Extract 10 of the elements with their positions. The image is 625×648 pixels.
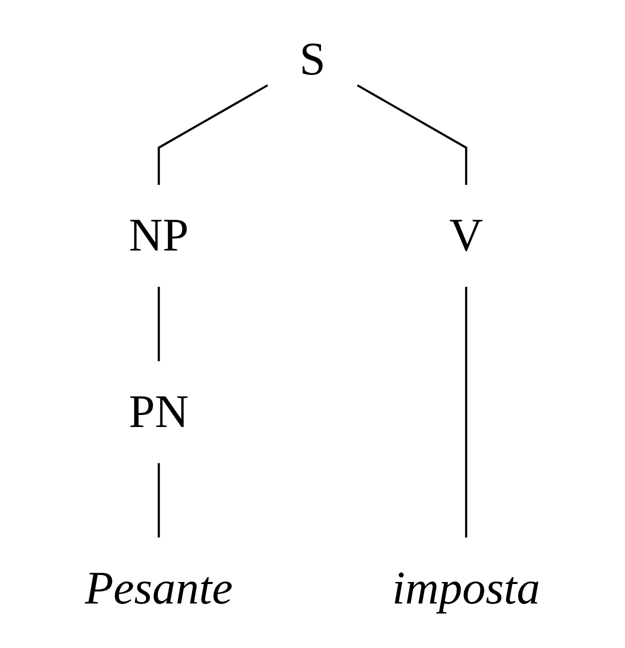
connector (356, 84, 468, 185)
connector (465, 286, 468, 538)
connector (158, 84, 268, 185)
node-text: NP (128, 209, 189, 262)
connector (158, 286, 160, 362)
node-text: PN (128, 386, 189, 438)
node-text: S (299, 32, 326, 85)
node-text: imposta (392, 562, 540, 614)
connector (158, 463, 160, 538)
node-text: V (449, 209, 484, 262)
